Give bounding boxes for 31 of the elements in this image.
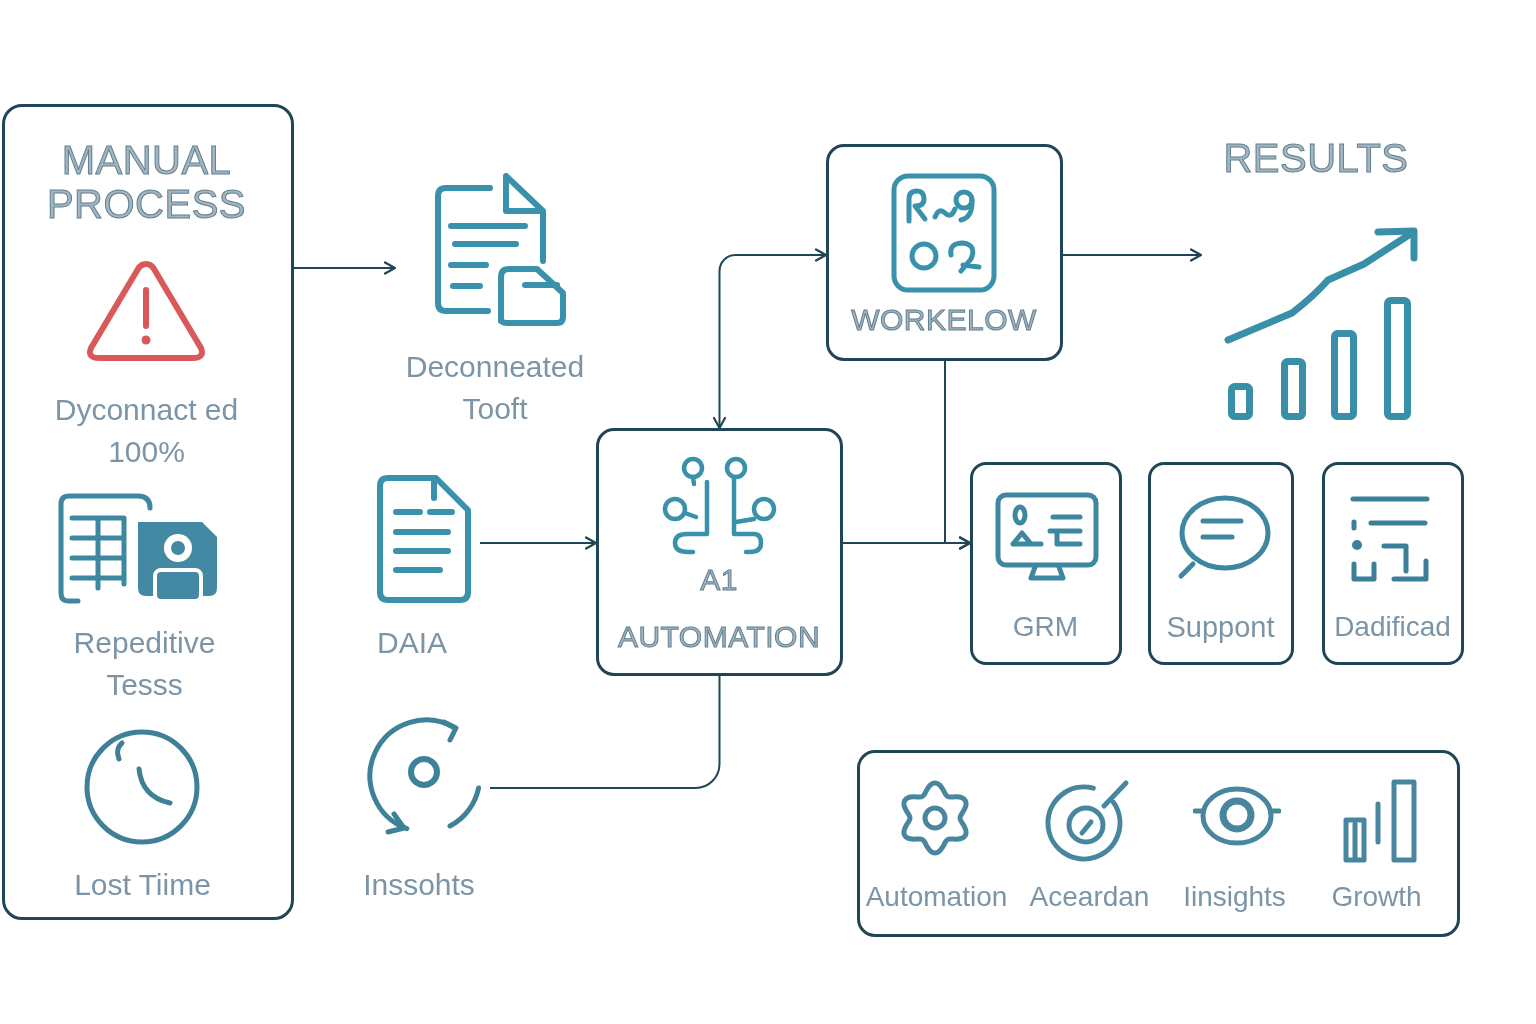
process-box — [826, 144, 1063, 361]
process-box — [596, 428, 843, 676]
icon-label: Deconneated Tooft — [404, 349, 586, 427]
benefit-label: Growth — [1330, 879, 1423, 914]
icon-label: DAIA — [376, 625, 448, 661]
card-label: Dadificad — [1333, 609, 1452, 644]
box-title: WORKELOW — [850, 301, 1038, 338]
service-card — [1322, 462, 1464, 665]
process-panel — [2, 104, 294, 920]
arrow — [944, 360, 972, 550]
box-title: A1 — [699, 561, 739, 598]
arrow — [712, 248, 828, 430]
panel-heading: MANUAL PROCESS — [45, 137, 248, 226]
item-label: Lost Tiime — [73, 866, 212, 903]
benefit-label: Automation — [864, 879, 1009, 914]
box-title: AUTOMATION — [616, 618, 822, 655]
card-label: GRM — [1011, 609, 1080, 644]
service-card — [970, 462, 1122, 665]
benefit-label: Aceardan — [1028, 879, 1151, 914]
card-label: Suppont — [1165, 609, 1276, 645]
item-label: Repeditive Tesss — [72, 624, 217, 703]
service-card — [1148, 462, 1294, 665]
connector-line — [489, 675, 721, 789]
benefits-panel — [857, 750, 1460, 937]
icon-label: Inssohts — [362, 867, 476, 903]
arrow — [1062, 248, 1203, 262]
section-heading: RESULTS — [1222, 135, 1410, 182]
arrow — [479, 536, 598, 550]
benefit-label: Iinsights — [1182, 879, 1287, 914]
arrow — [293, 261, 397, 275]
item-label: Dyconnact ed 100% — [53, 391, 240, 470]
